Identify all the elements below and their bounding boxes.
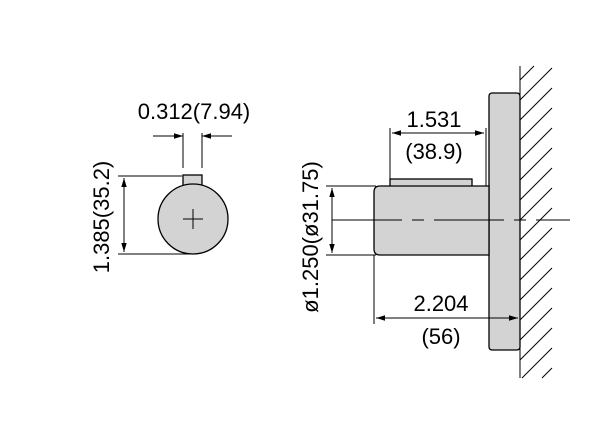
end-view: 0.312(7.94) 1.385(35.2) (89, 99, 250, 273)
mounting-wall-hatch (519, 65, 553, 379)
key-length-inch-label: 1.531 (406, 107, 461, 132)
shaft-body (373, 185, 490, 256)
key-length-mm-label: (38.9) (405, 139, 462, 164)
shaft-length-inch-label: 2.204 (413, 291, 468, 316)
side-view: 1.531 (38.9) ø1.250(ø31.75) 2.204 (56) (298, 65, 570, 379)
shaft-height-label: 1.385(35.2) (89, 161, 114, 274)
shaft-length-mm-label: (56) (421, 324, 460, 349)
mounting-flange (488, 92, 521, 351)
key-width-label: 0.312(7.94) (138, 99, 251, 124)
shaft-diameter-label: ø1.250(ø31.75) (298, 161, 323, 313)
